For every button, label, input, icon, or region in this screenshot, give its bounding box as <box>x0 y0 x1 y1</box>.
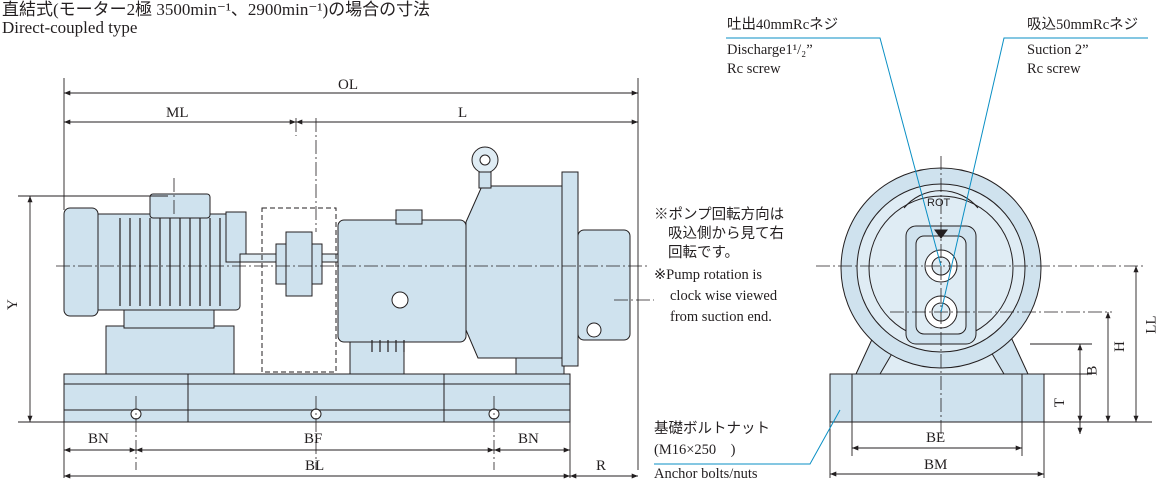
discharge-label-en-2: Rc screw <box>727 61 781 77</box>
motor-body <box>93 213 241 311</box>
suction-label-en-2: Rc screw <box>1027 61 1081 77</box>
discharge-label-en: Discharge1¹/₂” <box>727 42 813 58</box>
label-b: B <box>1084 365 1101 376</box>
pump-casing <box>465 185 563 359</box>
label-h: H <box>1111 341 1128 353</box>
label-bf: BF <box>304 431 323 447</box>
side-centerlines <box>56 118 654 470</box>
rotation-note-jp-3: 回転です。 <box>668 245 740 261</box>
anchor-spec: (M16×250 ) <box>654 442 736 458</box>
label-t: T <box>1051 398 1068 408</box>
label-bm: BM <box>924 457 948 473</box>
title-japanese: 直結式(モーター2極 3500min⁻¹、2900min⁻¹)の場合の寸法 <box>2 0 431 19</box>
coupling <box>285 231 313 297</box>
anchor-label-jp: 基礎ボルトナット <box>654 421 770 437</box>
rotation-note-en-3: from suction end. <box>670 309 772 325</box>
label-ll: LL <box>1143 315 1160 334</box>
coupling-guard <box>261 207 337 373</box>
discharge-label-jp: 吐出40mmRcネジ <box>727 17 839 33</box>
front-dimensions <box>829 266 1152 478</box>
label-bn-left: BN <box>88 431 109 447</box>
label-bl: BL <box>305 458 325 474</box>
label-bn-right: BN <box>518 431 539 447</box>
label-be: BE <box>926 430 946 446</box>
label-r: R <box>596 458 607 474</box>
front-centerlines <box>816 156 1144 440</box>
front-base <box>829 373 1045 423</box>
rotation-note-en-2: clock wise viewed <box>670 288 778 304</box>
label-l: L <box>458 105 468 121</box>
rotation-mark: ROT <box>927 197 951 209</box>
side-dimensions <box>18 78 639 479</box>
label-y: Y <box>4 299 21 311</box>
rotation-note-jp-1: ※ポンプ回転方向は <box>654 207 785 223</box>
title-english: Direct-coupled type <box>2 18 138 37</box>
suction-label-en: Suction 2” <box>1027 42 1089 58</box>
label-ol: OL <box>338 77 358 93</box>
bearing-housing <box>337 219 467 343</box>
rotation-note-jp-2: 吸込側から見て右 <box>668 226 784 242</box>
callout-leaders <box>654 37 1148 465</box>
side-view <box>63 146 631 423</box>
anchor-label-en: Anchor bolts/nuts <box>654 466 758 482</box>
motor-pedestal <box>105 325 235 375</box>
rotation-note-en-1: ※Pump rotation is <box>654 267 763 283</box>
label-ml: ML <box>166 105 189 121</box>
suction-label-jp: 吸込50mmRcネジ <box>1027 17 1139 33</box>
